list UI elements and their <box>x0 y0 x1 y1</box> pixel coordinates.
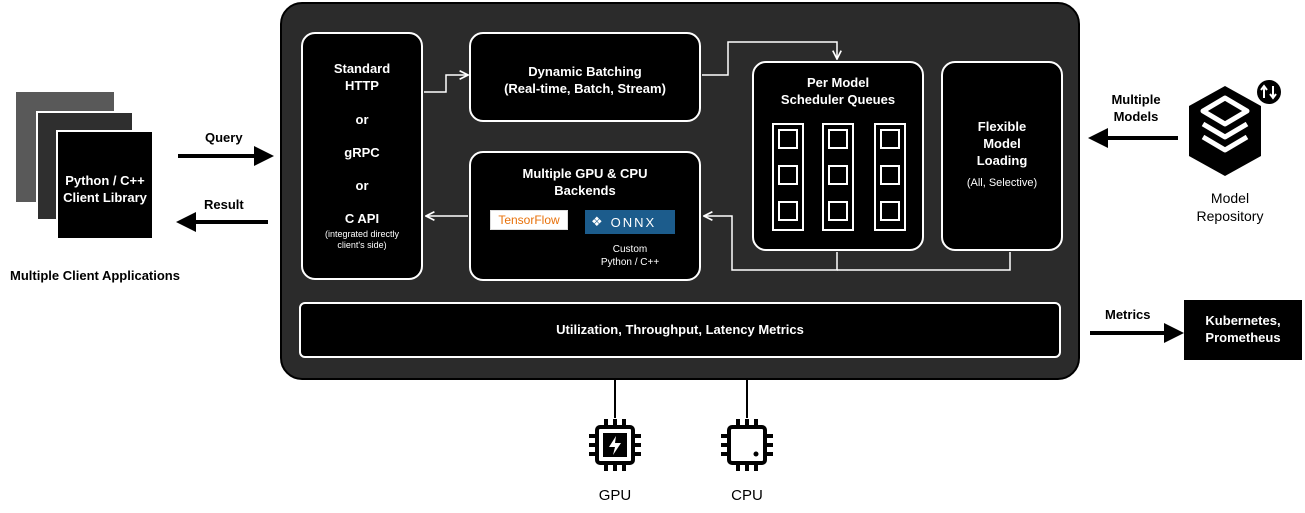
protocol-c-api: C API <box>344 211 380 226</box>
onnx-label: ONNX <box>610 214 657 230</box>
model-repository-caption: Model Repository <box>1180 189 1280 225</box>
protocol-note-2: client's side) <box>337 240 387 250</box>
queue-slot <box>828 129 848 149</box>
multiple-models-line-2: Models <box>1113 109 1159 124</box>
query-label: Query <box>205 130 243 145</box>
client-apps-caption: Multiple Client Applications <box>10 268 180 283</box>
custom-line-2: Python / C++ <box>600 257 660 268</box>
client-library-label-1: Python / C++ <box>65 173 145 188</box>
monitoring-line-2: Prometheus <box>1205 330 1281 345</box>
queue-slot <box>778 165 798 185</box>
protocol-box: Standard HTTP or gRPC or C API (integrat… <box>301 32 423 280</box>
backends-title-1: Multiple GPU & CPU <box>522 166 648 181</box>
protocol-standard: Standard <box>333 61 391 76</box>
model-loading-box: Flexible Model Loading (All, Selective) <box>941 61 1063 251</box>
scheduler-title-2: Scheduler Queues <box>780 92 896 107</box>
protocol-note-1: (integrated directly <box>324 229 400 239</box>
queue-slot <box>778 129 798 149</box>
queue-slot <box>880 165 900 185</box>
onnx-logo: ❖ ONNX <box>585 210 675 234</box>
custom-backend-label: Custom Python / C++ <box>580 243 680 269</box>
queue-slot <box>880 201 900 221</box>
loading-line-2: Model <box>983 136 1021 151</box>
onnx-icon: ❖ <box>591 214 605 229</box>
client-library-label-2: Client Library <box>63 190 147 205</box>
model-repository-icon <box>1189 80 1281 176</box>
queue-column <box>772 123 804 231</box>
multiple-models-line-1: Multiple <box>1111 92 1161 107</box>
protocol-http: HTTP <box>345 78 379 93</box>
loading-to-backends-line <box>837 252 1011 271</box>
queue-slot <box>828 165 848 185</box>
loading-line-1: Flexible <box>977 119 1027 134</box>
gpu-chip-icon <box>589 419 641 471</box>
metrics-arrow-label: Metrics <box>1105 307 1151 322</box>
client-card-front: Python / C++ Client Library <box>56 130 154 240</box>
scheduler-title-1: Per Model <box>806 75 870 90</box>
multiple-models-label: Multiple Models <box>1101 91 1171 125</box>
metrics-bar: Utilization, Throughput, Latency Metrics <box>299 302 1061 358</box>
batching-subtitle: (Real-time, Batch, Stream) <box>504 81 666 96</box>
gpu-label: GPU <box>598 487 632 504</box>
protocol-or-1: or <box>355 112 369 127</box>
dynamic-batching-box: Dynamic Batching (Real-time, Batch, Stre… <box>469 32 701 122</box>
queue-slot <box>778 201 798 221</box>
batching-title: Dynamic Batching <box>528 64 642 79</box>
protocol-to-batching-arrow <box>424 75 468 93</box>
loading-note: (All, Selective) <box>966 177 1038 189</box>
repository-caption-1: Model <box>1210 190 1250 206</box>
metrics-bar-label: Utilization, Throughput, Latency Metrics <box>556 322 804 337</box>
repository-caption-2: Repository <box>1196 208 1264 224</box>
batching-to-scheduler-arrow <box>702 41 837 76</box>
queue-column <box>874 123 906 231</box>
protocol-or-2: or <box>355 178 369 193</box>
cpu-label: CPU <box>731 487 763 504</box>
cpu-chip-icon <box>721 419 773 471</box>
scheduler-to-backends-line <box>704 216 838 271</box>
tensorflow-logo: TensorFlow <box>490 210 568 230</box>
queue-slot <box>880 129 900 149</box>
result-label: Result <box>204 197 244 212</box>
queue-slot <box>828 201 848 221</box>
custom-line-1: Custom <box>612 244 648 255</box>
monitoring-box: Kubernetes, Prometheus <box>1184 300 1302 360</box>
loading-line-3: Loading <box>976 153 1028 168</box>
monitoring-line-1: Kubernetes, <box>1205 313 1281 328</box>
protocol-grpc: gRPC <box>344 145 380 160</box>
scheduler-queues-box: Per Model Scheduler Queues <box>752 61 924 251</box>
backends-title-2: Backends <box>554 183 616 198</box>
queue-column <box>822 123 854 231</box>
